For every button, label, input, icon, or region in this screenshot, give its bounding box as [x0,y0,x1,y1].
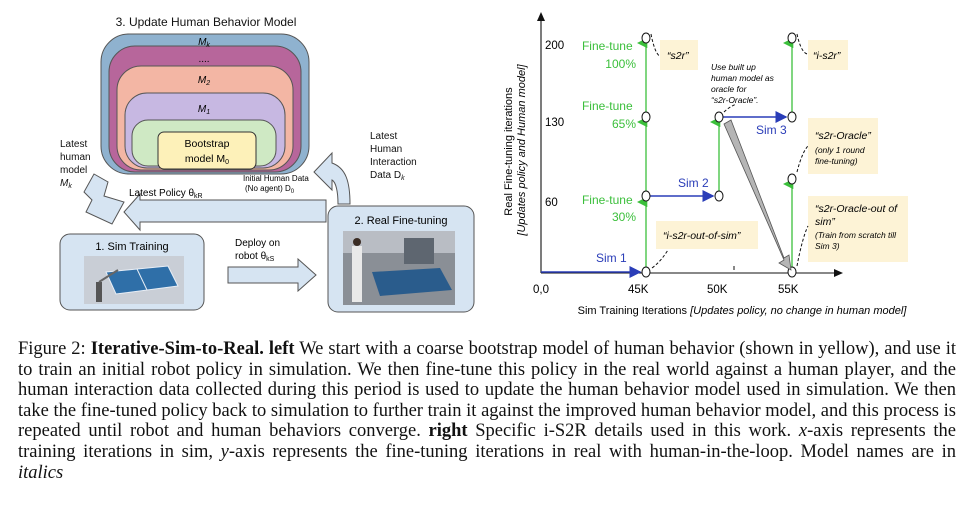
right-chart: Real Fine-tuning iterations [Updates pol… [503,12,908,317]
sim-training-title: 1. Sim Training [95,241,168,253]
real-robot-photo [343,231,455,305]
caption-label: Figure 2: [18,339,91,359]
x-tick-0: 0,0 [533,284,549,296]
y-tick-200: 200 [545,40,564,52]
latest-policy-label: Latest Policy θkR [129,188,203,200]
figure-graphics: 3. Update Human Behavior Model Mk .... M… [59,12,908,317]
note-s2r: “s2r” [667,50,689,62]
note-oracle-out-of-sim-box [808,196,908,262]
dashed-oracle-out [796,225,809,267]
deploy-label-line2: robot θkS [235,251,275,263]
sim3-label: Sim 3 [756,123,787,137]
checkpoint-55k-200 [787,32,797,44]
dashed-out-of-sim [651,249,669,269]
checkpoint-55k-130 [787,111,797,123]
dashed-oracle [796,145,809,173]
caption-x-var: x [798,421,808,442]
finetune-30-label: Fine-tune 30% [582,193,636,224]
caption-bold-title: Iterative-Sim-to-Real. left [90,339,295,359]
checkpoint-45k-60 [641,190,651,202]
note-use-built: Use built up human model as oracle for “… [711,62,776,105]
layer-label-dots: .... [198,54,209,65]
note-oracle-out-of-sim: “s2r-Oracle-out of sim” (Train from scra… [815,199,902,251]
note-s2r-box [660,40,698,70]
note-s2r-oracle: “s2r-Oracle” (only 1 round fine-tuning) [815,126,875,166]
y-tick-130: 130 [545,117,564,129]
latest-human-model-text: Latest human model Mk [60,139,93,190]
layer-label-k: Mk [198,37,210,49]
checkpoints [641,32,797,278]
oracle-transfer-arrow [723,119,792,271]
arrow-deploy [227,257,317,293]
checkpoint-50k-60 [714,190,724,202]
deploy-label-line1: Deploy on [235,238,280,249]
checkpoint-45k-200 [641,32,651,44]
checkpoint-45k-0 [641,266,651,278]
x-axis-label: Sim Training Iterations [Updates policy,… [578,305,908,317]
note-i-s2r-out-of-sim: “i-s2r-out-of-sim” [663,230,741,242]
left-diagram: 3. Update Human Behavior Model Mk .... M… [59,15,475,313]
y-tick-60: 60 [545,197,558,209]
sim2-label: Sim 2 [678,176,709,190]
sim1-label: Sim 1 [596,251,627,265]
finetune-100-label: Fine-tune 100% [582,39,636,71]
note-i-s2r-out-of-sim-box [656,221,758,249]
x-axis-arrowhead [834,269,843,277]
checkpoint-50k-130 [714,111,724,123]
layer-label-1: M1 [198,104,210,116]
bootstrap-label-line1: Bootstrap [185,138,230,150]
finetune-65-label: Fine-tune 65% [582,99,636,131]
note-i-s2r-box [808,40,848,70]
dashed-use-built [723,103,737,113]
x-tick-50k: 50K [707,284,728,296]
sim-table-image [84,256,184,304]
caption-bold-right: right [428,421,468,442]
x-tick-45k: 45K [628,284,649,296]
dashed-s2r [650,33,661,57]
x-tick-55k: 55K [778,284,799,296]
latest-interaction-text: Latest Human Interaction Data Dk [370,131,419,182]
checkpoint-45k-130 [641,111,651,123]
initial-data-line2: (No agent) D0 [245,184,295,195]
caption-part3: -axis represents the training iterations… [18,421,957,462]
arrow-model-to-sim [83,173,125,225]
y-axis-arrowhead [537,12,545,21]
caption-part1: We start with a coarse bootstrap model o… [18,339,956,442]
figure-caption: Figure 2: Iterative-Sim-to-Real. left We… [18,339,956,483]
caption-italics-word: italics [18,462,64,483]
arrow-real-to-model [313,151,351,205]
note-s2r-oracle-box [808,118,878,174]
real-finetuning-title: 2. Real Fine-tuning [355,215,448,227]
arrow-policy-to-sim [123,192,327,232]
note-i-s2r: “i-s2r” [813,50,841,62]
layer-label-2: M2 [198,75,210,87]
dashed-i-s2r [796,33,809,55]
caption-part4: -axis represents the fine-tuning iterati… [228,441,956,462]
y-axis-label: Real Fine-tuning iterations [Updates pol… [503,63,528,236]
bootstrap-label-line2: model M0 [185,153,229,166]
bootstrap-model-box [157,131,257,170]
update-model-title: 3. Update Human Behavior Model [116,15,297,29]
caption-y-var: y [220,441,229,462]
checkpoint-55k-180 [787,173,797,185]
caption-part2: Specific i-S2R details used in this work… [467,421,799,442]
initial-data-line1: Initial Human Data [243,174,309,183]
